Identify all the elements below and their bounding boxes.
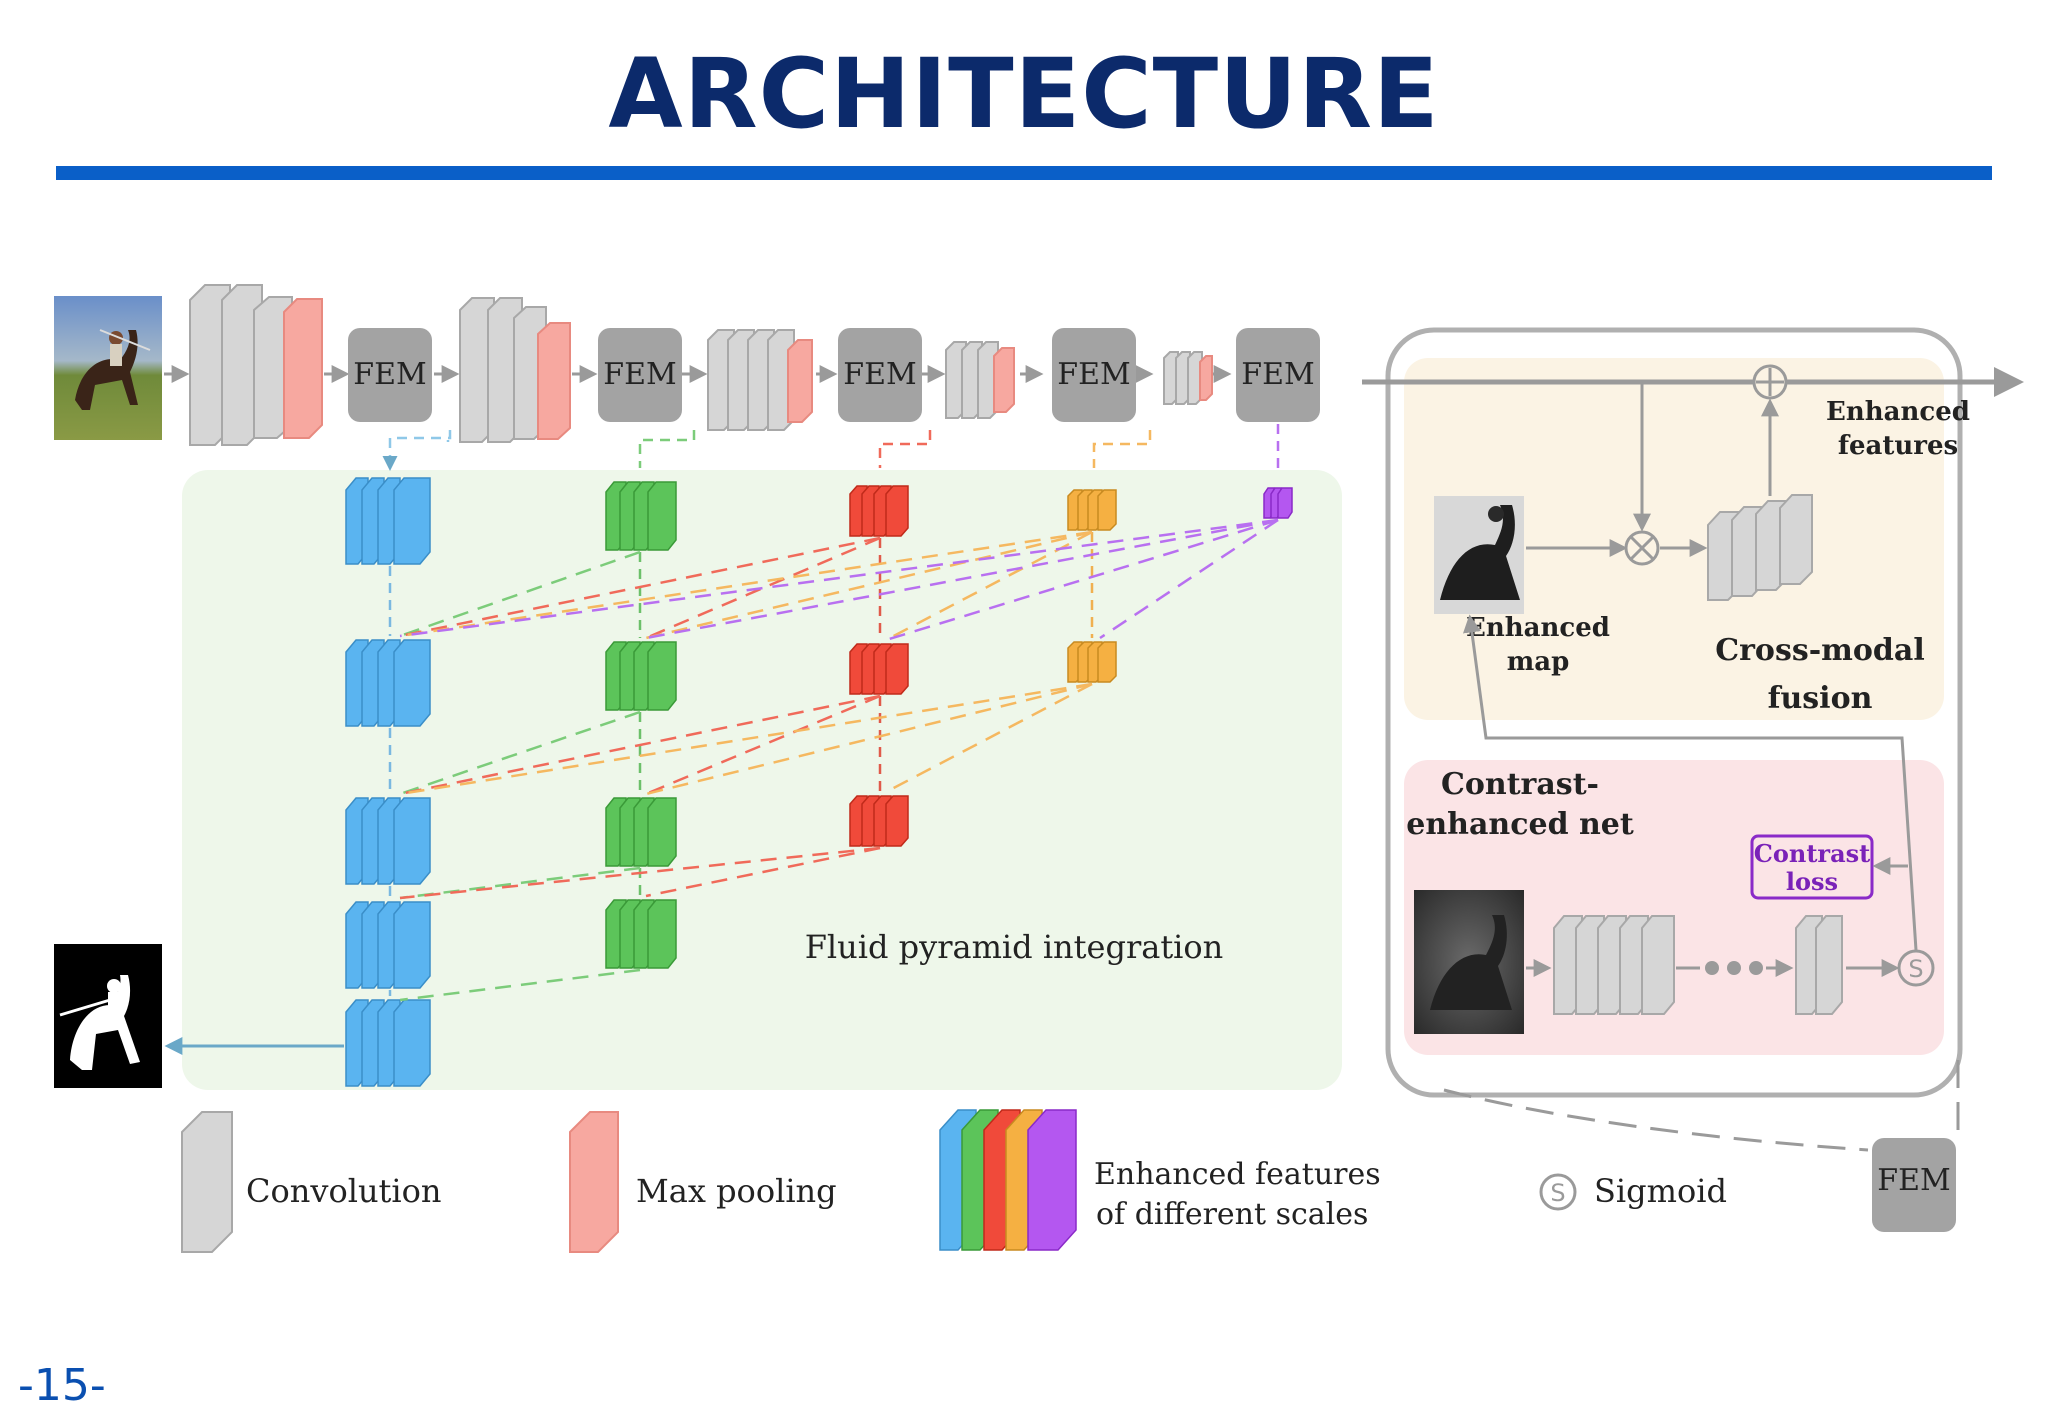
- svg-text:loss: loss: [1786, 867, 1838, 896]
- legend-fem-block: FEM: [1872, 1138, 1956, 1232]
- svg-text:FEM: FEM: [1057, 357, 1130, 392]
- svg-text:S: S: [1550, 1179, 1565, 1207]
- pyramid-block-green-r3: [605, 797, 677, 867]
- fusion-conv-block: [1707, 494, 1813, 601]
- fem-block-3: FEM: [838, 328, 922, 422]
- sigmoid-node-icon: S: [1897, 949, 1935, 987]
- slide-title: ARCHITECTURE: [608, 38, 1440, 150]
- output-saliency-map: [54, 944, 162, 1088]
- stage5-conv-block: [1163, 351, 1213, 405]
- pyramid-block-red-r1: [849, 485, 909, 537]
- page-number: -15-: [18, 1360, 106, 1411]
- enhanced-map-feedback-line: [1462, 614, 1918, 951]
- pyramid-block-blue-r1: [345, 477, 431, 565]
- svg-text:FEM: FEM: [1241, 357, 1314, 392]
- fem-block-1: FEM: [348, 328, 432, 422]
- stage2-conv-block: [459, 297, 571, 443]
- pyramid-block-blue-r4: [345, 901, 431, 989]
- stage4-conv-block: [945, 341, 1015, 419]
- pyramid-block-green-r2: [605, 641, 677, 711]
- pyramid-block-blue-r3: [345, 797, 431, 885]
- pyramid-cross-connections: [399, 518, 1279, 1002]
- stage3-conv-block: [707, 329, 813, 431]
- contrast-net-label-2: enhanced net: [1406, 807, 1634, 842]
- legend-convolution-icon: [181, 1111, 233, 1253]
- svg-text:FEM: FEM: [353, 357, 426, 392]
- fem-block-4: FEM: [1052, 328, 1136, 422]
- fluid-pyramid-label: Fluid pyramid integration: [805, 928, 1224, 966]
- fem-to-pyramid-connectors: [382, 424, 1280, 471]
- legend-sigmoid-icon: S: [1539, 1173, 1577, 1211]
- legend-convolution-label: Convolution: [246, 1172, 442, 1210]
- pyramid-block-purple-r1: [1263, 487, 1293, 519]
- enhanced-features-label-1: Enhanced: [1826, 397, 1970, 427]
- input-image: [54, 296, 162, 440]
- svg-text:FEM: FEM: [1877, 1163, 1950, 1198]
- svg-text:FEM: FEM: [843, 357, 916, 392]
- contrast-net-final-conv: [1795, 915, 1843, 1015]
- pyramid-block-green-r1: [605, 481, 677, 551]
- contrast-loss-box: Contrast loss: [1750, 834, 1874, 900]
- pyramid-block-orange-r2: [1067, 641, 1117, 683]
- cross-modal-label-2: fusion: [1768, 681, 1873, 716]
- legend-max-pooling-icon: [569, 1111, 619, 1253]
- contrast-net-label-1: Contrast-: [1441, 767, 1599, 802]
- fem-block-5: FEM: [1236, 328, 1320, 422]
- pyramid-block-red-r3: [849, 795, 909, 847]
- gray-input-thumbnail: [1414, 890, 1524, 1034]
- cross-modal-label-1: Cross-modal: [1715, 633, 1925, 668]
- fusion-module-border: [1385, 327, 1963, 1098]
- legend-multiscale-label-1: Enhanced features: [1094, 1157, 1381, 1192]
- enhanced-features-label-2: features: [1838, 431, 1958, 461]
- pyramid-block-red-r2: [849, 643, 909, 695]
- pyramid-vertical-connectors: [388, 532, 1094, 996]
- legend-multiscale-label-2: of different scales: [1096, 1197, 1368, 1232]
- svg-text:S: S: [1908, 955, 1923, 983]
- ellipsis-icon: [1676, 959, 1794, 977]
- stage1-conv-block: [189, 284, 323, 446]
- legend-max-pooling-label: Max pooling: [636, 1172, 837, 1210]
- pyramid-block-orange-r1: [1067, 489, 1117, 531]
- contrast-net-conv-block: [1553, 915, 1675, 1015]
- enhanced-map-label-1: Enhanced: [1466, 613, 1610, 643]
- pyramid-block-blue-r2: [345, 639, 431, 727]
- cross-modal-region: [1404, 358, 1944, 720]
- pyramid-block-blue-r5: [345, 999, 431, 1087]
- title-underline: [56, 166, 1992, 180]
- svg-text:Contrast: Contrast: [1754, 839, 1870, 868]
- fem-detail-callout: [1443, 1060, 1960, 1152]
- enhanced-map-label-2: map: [1507, 647, 1570, 677]
- legend-multiscale-icon: [939, 1109, 1077, 1251]
- legend-sigmoid-label: Sigmoid: [1594, 1172, 1727, 1210]
- pyramid-block-green-r4: [605, 899, 677, 969]
- enhanced-map-thumbnail: [1434, 496, 1524, 614]
- fem-block-2: FEM: [598, 328, 682, 422]
- svg-text:FEM: FEM: [603, 357, 676, 392]
